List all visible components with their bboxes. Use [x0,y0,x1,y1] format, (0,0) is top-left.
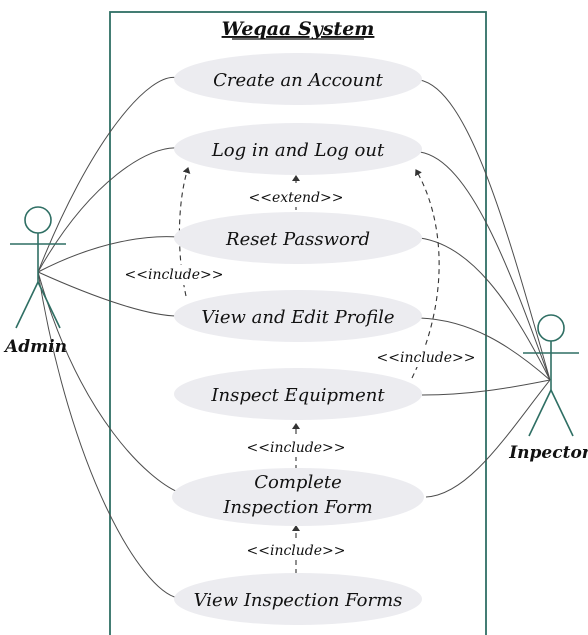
use-case-complete-inspection-form-label-line2: Inspection Form [222,497,372,518]
use-case-view-edit-profile[interactable]: View and Edit Profile [174,290,422,342]
stereotype-include-equipment-login-label: <<include>> [377,350,476,366]
use-case-view-inspection-forms-label: View Inspection Forms [194,590,403,611]
inspector-right-leg [550,389,574,437]
inspector-head-icon [537,314,565,342]
inspector-left-leg [528,389,552,437]
use-case-complete-inspection-form-label-line1: Complete [254,472,342,493]
use-case-view-inspection-forms[interactable]: View Inspection Forms [174,573,422,625]
admin-actor[interactable]: Admin [3,206,67,357]
system-title: Weqaa System [222,18,375,40]
admin-assoc-view-forms [37,271,179,599]
admin-label: Admin [3,337,67,357]
stereotype-include-viewforms-complete: <<include>> [247,540,346,560]
admin-assoc-view-edit-profile [37,271,179,317]
admin-assoc-login [37,147,179,273]
use-case-create-account-label: Create an Account [213,70,384,91]
stereotype-include-profile-login: <<include>> [125,265,224,285]
admin-associations [37,76,179,599]
use-case-inspect-equipment-label: Inspect Equipment [210,385,385,406]
stereotype-include-equipment-login: <<include>> [377,347,476,367]
use-case-create-account[interactable]: Create an Account [174,53,422,105]
inspector-assoc-login [419,151,551,381]
use-case-complete-inspection-form[interactable]: Complete Inspection Form [172,468,424,526]
use-case-reset-password-label: Reset Password [225,229,370,250]
stereotype-extend-label: <<extend>> [249,190,344,206]
stereotype-include-profile-login-label: <<include>> [125,267,224,283]
inspector-assoc-complete-form [425,379,551,498]
include-profile-to-login [178,167,191,297]
use-case-view-edit-profile-label: View and Edit Profile [201,307,394,328]
inspector-assoc-view-edit-profile [419,317,551,381]
use-case-inspect-equipment[interactable]: Inspect Equipment [174,368,422,420]
admin-assoc-complete-form [37,271,179,493]
admin-assoc-create-account [37,76,179,273]
inspector-assoc-inspect-equipment [421,379,551,396]
use-case-login-logout[interactable]: Log in and Log out [174,123,422,175]
inspector-actor[interactable]: Inpector [508,314,588,463]
use-case-login-logout-label: Log in and Log out [211,140,385,161]
admin-left-leg [15,281,39,329]
inspector-label: Inpector [508,443,588,463]
stereotype-include-viewforms-complete-label: <<include>> [247,543,346,559]
stereotype-include-complete-equipment: <<include>> [247,437,346,457]
use-case-reset-password[interactable]: Reset Password [174,212,422,264]
admin-right-leg [37,281,61,329]
inspector-assoc-create-account [419,79,551,381]
admin-assoc-reset-password [37,236,179,273]
stereotype-include-complete-equipment-label: <<include>> [247,440,346,456]
stereotype-extend: <<extend>> [249,187,344,207]
admin-head-icon [24,206,52,234]
